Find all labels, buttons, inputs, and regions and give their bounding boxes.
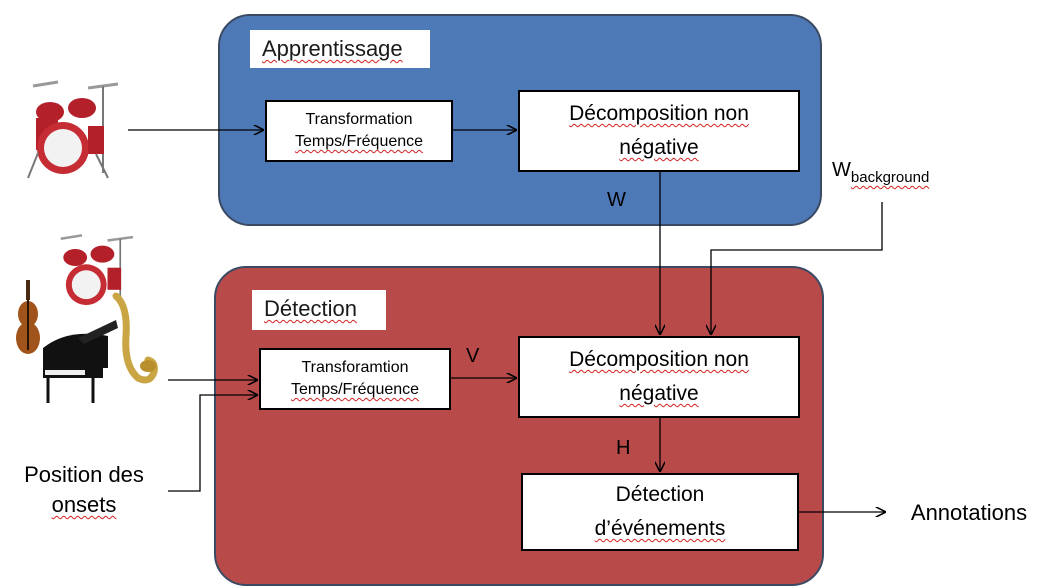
dec-box-1-line2: négative [619,136,699,159]
tf-transform-box-learning: Transformation Temps/Fréquence [265,100,453,162]
dec-box-2-line2: négative [619,382,699,405]
violin-icon [16,280,40,354]
onset-line2: onsets [51,492,117,517]
onset-line1: Position des [24,462,144,487]
grand-piano-icon [43,320,118,403]
detection-title: Détection [252,290,386,330]
tf-box-1-line2: Temps/Fréquence [294,133,424,150]
saxophone-icon [112,292,158,384]
output-annotations-label: Annotations [910,500,1028,525]
detection-title-text: Détection [264,296,357,321]
det-box-line2: d’événements [594,517,726,540]
label-w-background: Wbackground [832,158,929,190]
arrow-wbg-to-dec2 [711,202,883,334]
label-w: W [607,189,626,211]
drum-kit-icon [27,80,119,179]
nmf-box-detection: Décomposition non négative [518,336,800,418]
tf-transform-box-detection: Transforamtion Temps/Fréquence [259,348,451,410]
tf-box-2-line1: Transforamtion [301,359,409,376]
tf-box-1-line1: Transformation [305,111,413,128]
arrow-onsets-to-tf2 [168,395,257,492]
event-detection-box: Détection d’événements [521,473,799,551]
onset-position-label: Position des onsets [4,460,164,520]
det-box-line1: Détection [615,483,705,506]
nmf-box-learning: Décomposition non négative [518,90,800,172]
label-w-background-sub: background [850,169,930,186]
learning-title-text: Apprentissage [262,36,403,61]
dec-box-2-line1: Décomposition non [569,348,749,371]
label-v: V [466,345,480,367]
label-w-background-main: W [832,159,851,181]
dec-box-1-line1: Décomposition non [569,102,749,125]
label-h: H [616,437,631,459]
tf-box-2-line2: Temps/Fréquence [290,381,420,398]
drum-kit-icon [60,234,134,306]
learning-title: Apprentissage [250,30,430,68]
